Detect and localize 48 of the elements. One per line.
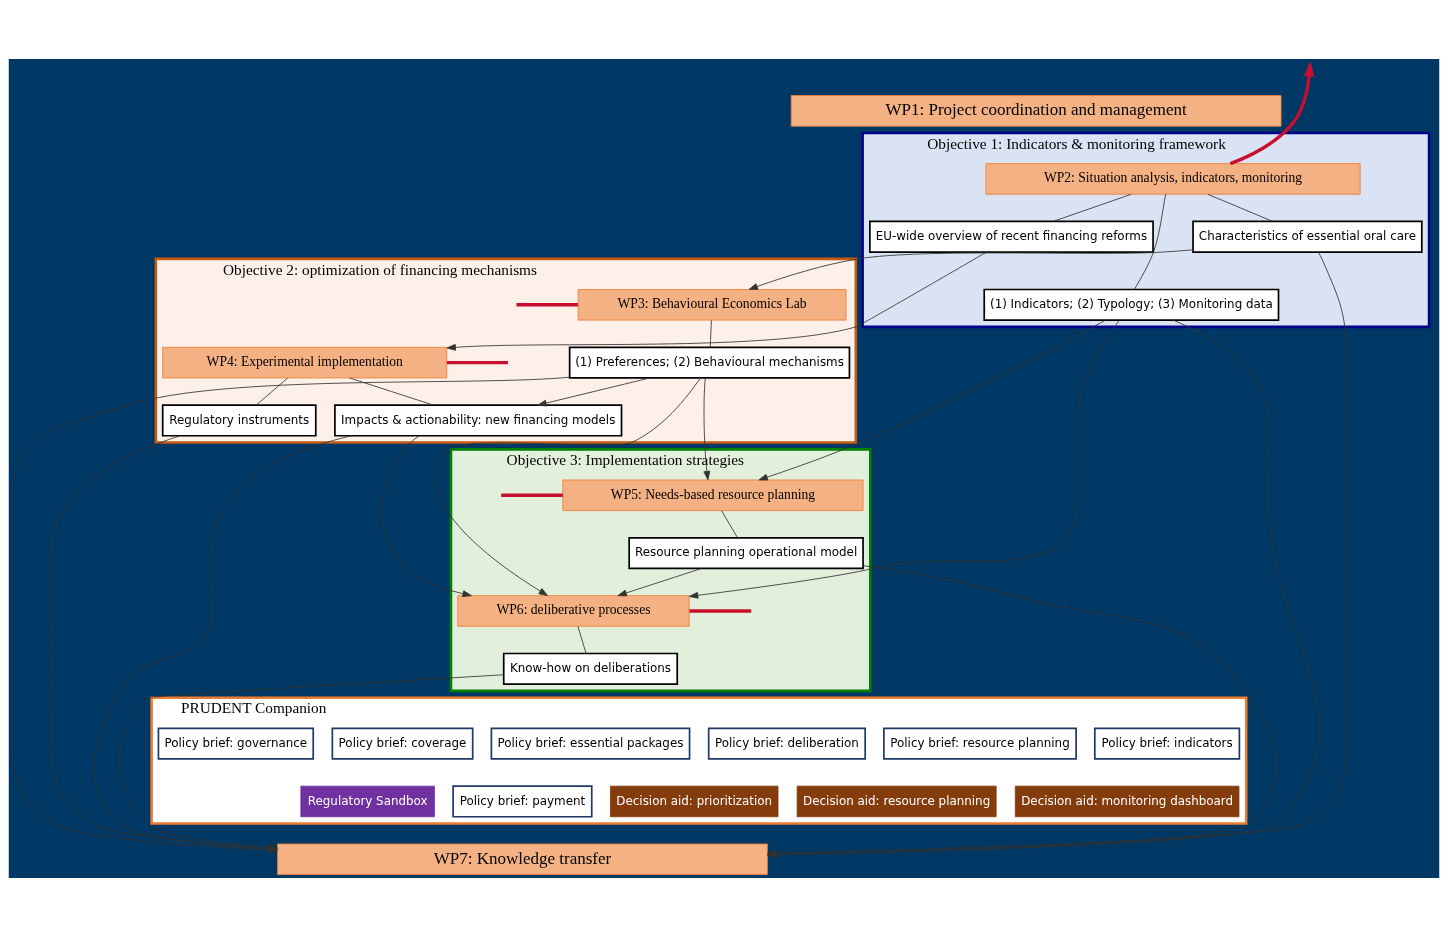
- node-box: WP2: Situation analysis, indicators, monitoring: [985, 163, 1361, 195]
- node-box: Decision aid: resource planning: [796, 785, 997, 818]
- arrow: [446, 251, 987, 351]
- connector: [349, 377, 434, 406]
- arrow: [1229, 61, 1315, 166]
- connector: [709, 319, 712, 348]
- node-box: Impacts & actionability: new financing models: [334, 404, 623, 437]
- node-box: Characteristics of essential oral care: [1192, 220, 1423, 253]
- connector: [501, 493, 563, 497]
- node-box: Decision aid: prioritization: [610, 785, 779, 818]
- node-box: (1) Preferences; (2) Behavioural mechanisms: [568, 346, 851, 379]
- node-box: Policy brief: deliberation: [707, 727, 867, 760]
- arrow: [748, 249, 1194, 290]
- node-box: WP7: Knowledge transfer: [277, 843, 768, 876]
- connector: [577, 626, 587, 654]
- node-box: Regulatory Sandbox: [300, 785, 435, 818]
- connector: [689, 609, 752, 613]
- arrow: [758, 319, 1106, 481]
- connector: [446, 360, 508, 365]
- node-box: (1) Indicators; (2) Typology; (3) Monitoring data: [983, 288, 1280, 321]
- connector: [1052, 193, 1132, 222]
- connector: [721, 510, 738, 538]
- node-box: Policy brief: coverage: [331, 727, 474, 760]
- node-box: Decision aid: monitoring dashboard: [1014, 785, 1240, 818]
- node-box: Know-how on deliberations: [502, 652, 679, 685]
- node-box: WP3: Behavioural Economics Lab: [577, 289, 847, 321]
- node-box: Resource planning operational model: [628, 536, 864, 570]
- node-box: Policy brief: resource planning: [883, 727, 1077, 760]
- connector: [255, 377, 288, 406]
- node-box: WP6: deliberative processes: [457, 595, 690, 627]
- node-box: Policy brief: governance: [157, 727, 315, 760]
- arrow: [688, 320, 1120, 599]
- node-box: WP1: Project coordination and management: [790, 95, 1282, 127]
- arrow: [703, 377, 711, 481]
- node-box: Policy brief: payment: [452, 785, 593, 818]
- node-box: EU-wide overview of recent financing reforms: [869, 220, 1154, 253]
- node-box: Policy brief: essential packages: [490, 727, 691, 760]
- arrow: [537, 377, 651, 407]
- arrow: [436, 377, 701, 596]
- node-box: Regulatory instruments: [161, 404, 317, 437]
- arrow: [617, 568, 702, 597]
- node-box: Policy brief: indicators: [1093, 727, 1241, 760]
- connector: [1134, 193, 1167, 290]
- node-box: WP5: Needs-based resource planning: [562, 479, 864, 512]
- connector: [516, 303, 578, 307]
- connector: [1207, 193, 1274, 222]
- node-box: WP4: Experimental implementation: [162, 346, 448, 379]
- arrow: [381, 435, 472, 598]
